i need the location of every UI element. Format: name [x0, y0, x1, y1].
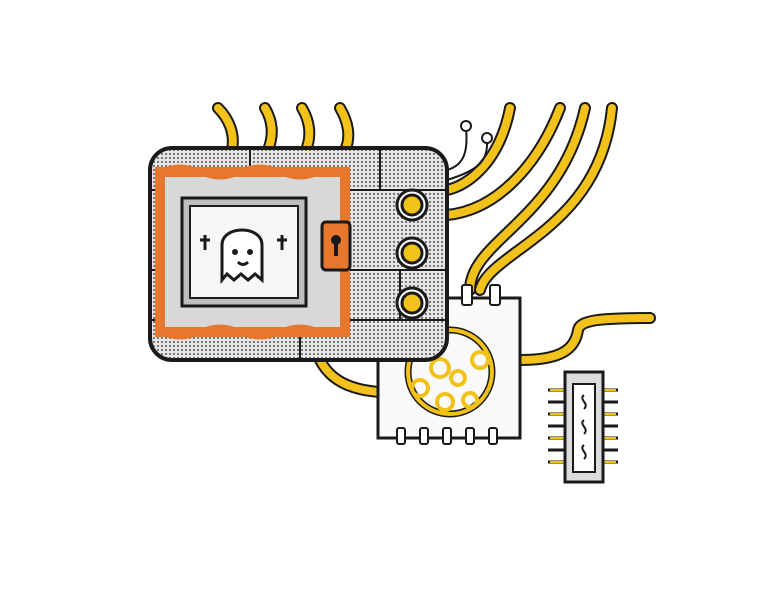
lock-icon — [320, 220, 352, 272]
pet-device — [148, 146, 449, 362]
ghost — [200, 228, 287, 285]
small-chip — [548, 370, 618, 484]
device-buttons — [395, 188, 429, 320]
